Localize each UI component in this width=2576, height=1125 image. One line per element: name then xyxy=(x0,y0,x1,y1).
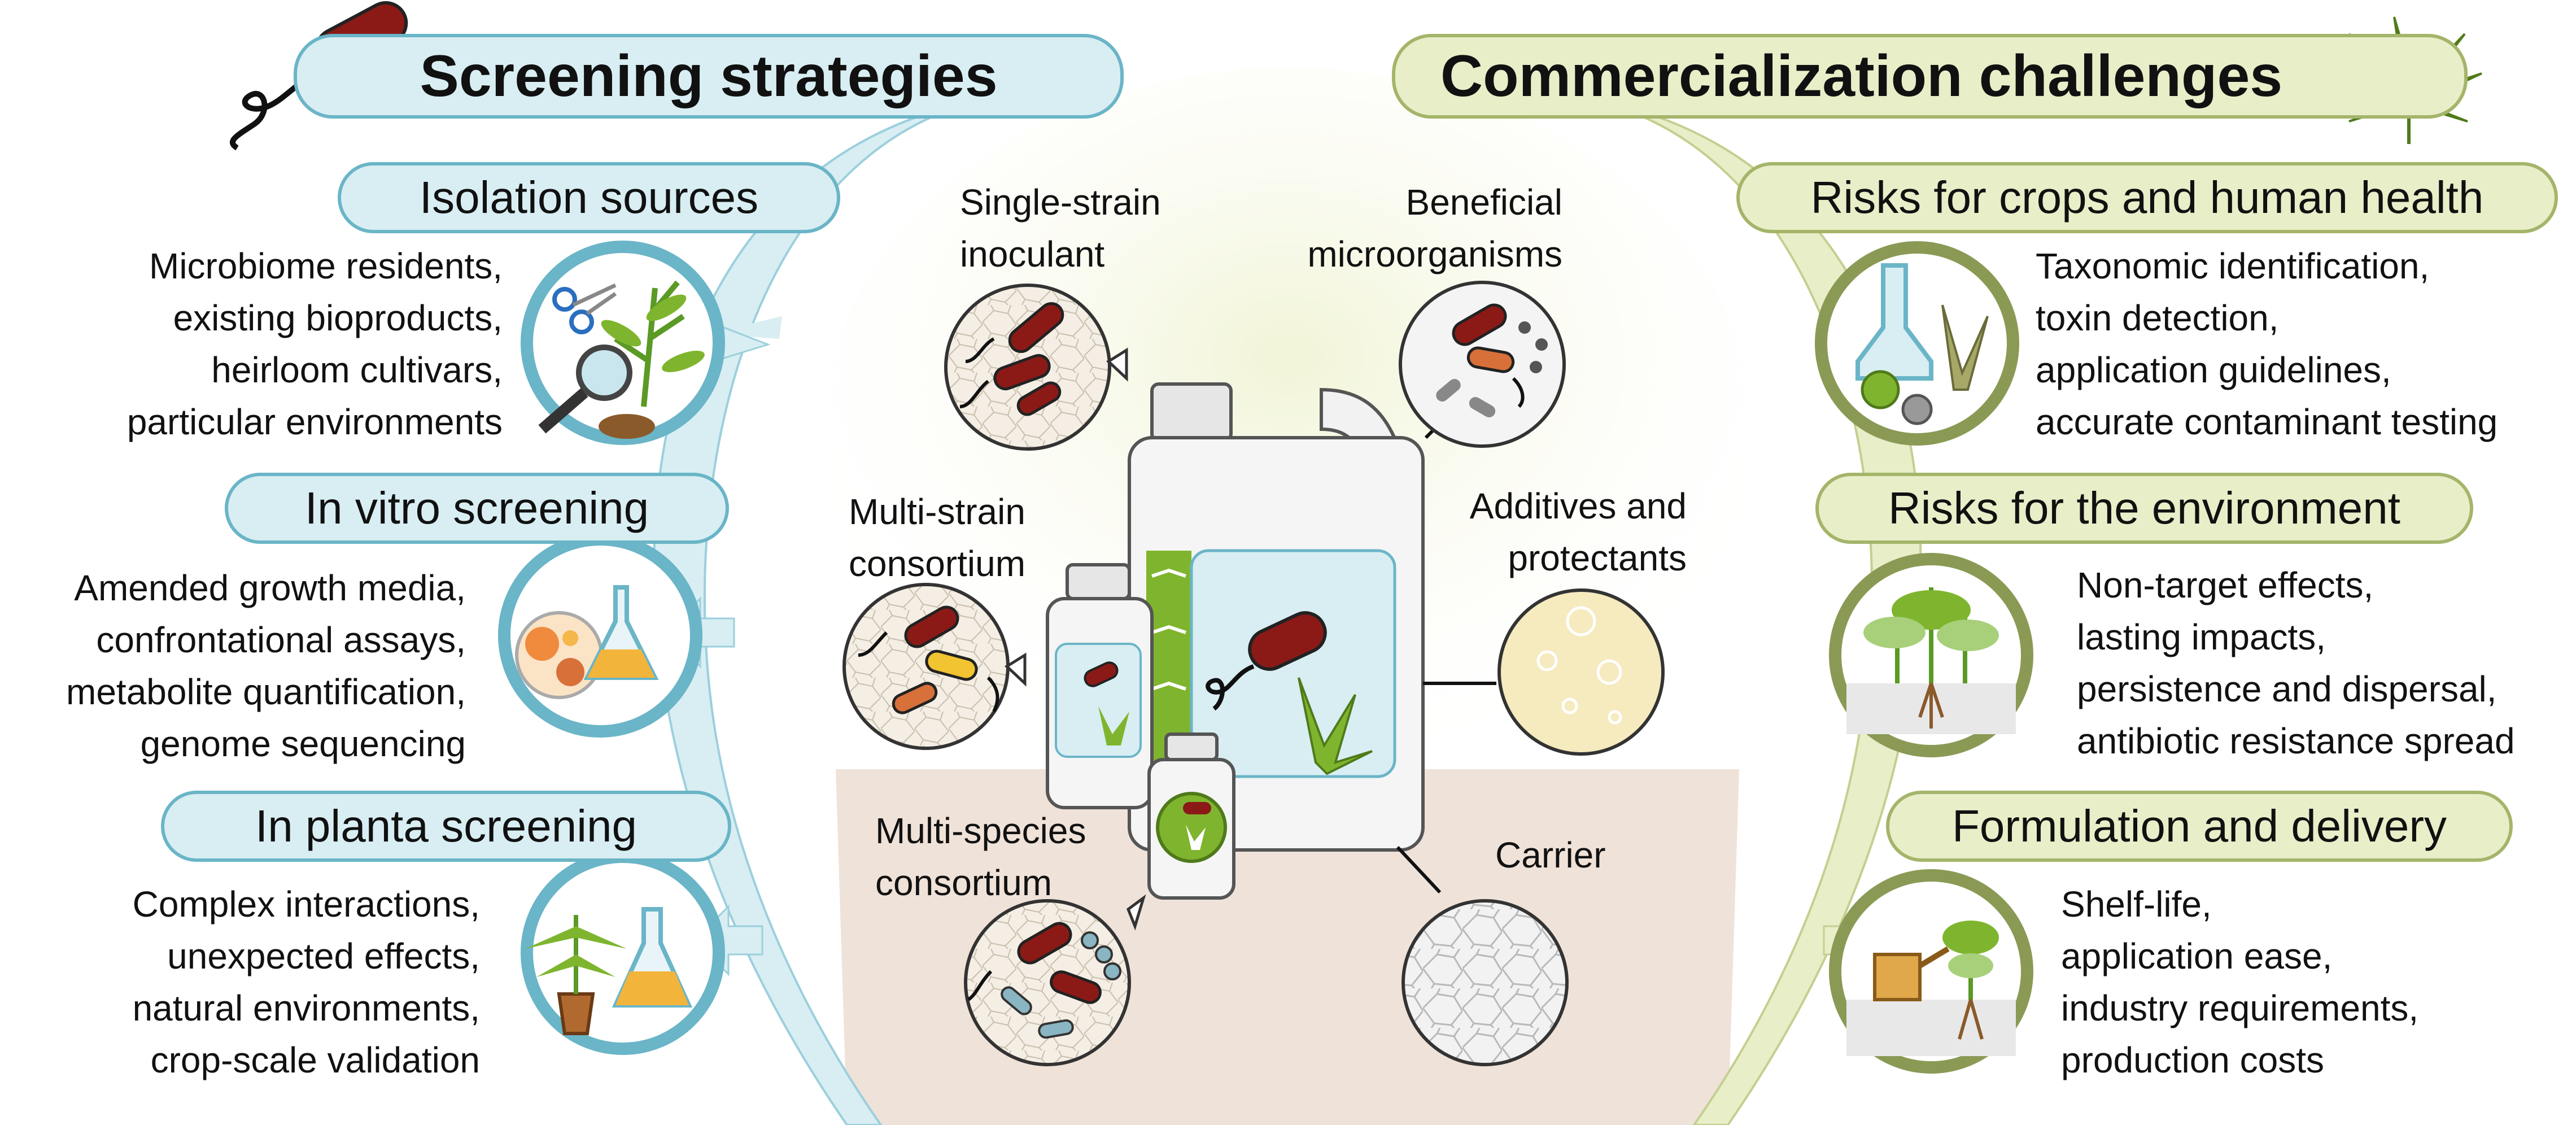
isolation-sources-title: Isolation sources xyxy=(419,172,759,223)
in-planta-icon xyxy=(521,851,725,1055)
small-bottle-icon xyxy=(1147,732,1235,900)
in-vitro-text: Amended growth media, confrontational as… xyxy=(66,562,466,770)
text-line: particular environments xyxy=(126,402,503,442)
in-planta-pill: In planta screening xyxy=(161,791,731,862)
crops-health-pill: Risks for crops and human health xyxy=(1736,162,2558,233)
in-vitro-title: In vitro screening xyxy=(304,483,649,533)
isolation-sources-icon xyxy=(521,241,725,445)
text-line: Shelf-life, xyxy=(2061,884,2212,925)
text-line: Taxonomic identification, xyxy=(2036,246,2430,286)
text-line: Amended growth media, xyxy=(74,568,466,608)
in-planta-title: In planta screening xyxy=(255,801,637,851)
screening-strategies-title: Screening strategies xyxy=(420,43,998,109)
text-line: toxin detection, xyxy=(2036,298,2279,338)
text-line: Multi-species xyxy=(875,810,1086,851)
text-line: existing bioproducts, xyxy=(173,298,503,338)
isolation-sources-text: Microbiome residents, existing bioproduc… xyxy=(127,240,503,448)
text-line: production costs xyxy=(2061,1040,2325,1080)
text-line: accurate contaminant testing xyxy=(2036,402,2498,442)
text-line: protectants xyxy=(1508,538,1687,578)
text-line: unexpected effects, xyxy=(167,936,480,976)
isolation-sources-pill: Isolation sources xyxy=(338,162,840,233)
in-vitro-pill: In vitro screening xyxy=(225,473,729,544)
text-line: metabolite quantification, xyxy=(66,671,466,712)
text-line: inoculant xyxy=(960,234,1105,274)
text-line: application ease, xyxy=(2061,936,2333,976)
text-line: crop-scale validation xyxy=(150,1040,480,1080)
text-line: genome sequencing xyxy=(140,723,466,764)
text-line: consortium xyxy=(875,862,1052,903)
formulation-text: Shelf-life, application ease, industry r… xyxy=(2061,878,2418,1086)
text-line: lasting impacts, xyxy=(2077,617,2326,657)
text-line: Multi-strain xyxy=(849,491,1025,532)
in-vitro-icon xyxy=(498,533,702,738)
text-line: heirloom cultivars, xyxy=(211,350,503,390)
formulation-icon xyxy=(1829,869,2033,1074)
crops-health-icon xyxy=(1815,241,2019,446)
text-line: persistence and dispersal, xyxy=(2077,669,2497,709)
text-line: natural environments, xyxy=(132,988,480,1028)
text-line: Carrier xyxy=(1495,835,1606,875)
text-line: Additives and xyxy=(1469,486,1687,526)
text-line: application guidelines, xyxy=(2036,350,2391,390)
single-strain-circle-icon xyxy=(944,284,1128,451)
beneficial-circle-icon xyxy=(1399,281,1566,448)
text-line: industry requirements, xyxy=(2061,988,2419,1028)
single-strain-label: Single-strain inoculant xyxy=(960,176,1161,280)
commercialization-title: Commercialization challenges xyxy=(1440,43,2283,109)
environment-text: Non-target effects, lasting impacts, per… xyxy=(2077,559,2515,767)
formulation-pill: Formulation and delivery xyxy=(1886,791,2513,862)
carrier-label: Carrier xyxy=(1495,829,1606,881)
text-line: Beneficial xyxy=(1405,182,1563,223)
text-line: consortium xyxy=(849,543,1025,584)
multi-species-label: Multi-species consortium xyxy=(875,805,1086,909)
multi-species-circle-icon xyxy=(964,894,1146,1066)
text-line: Single-strain xyxy=(960,182,1161,223)
additives-label: Additives and protectants xyxy=(1470,480,1687,584)
carrier-circle-icon xyxy=(1396,845,1569,1066)
commercialization-header: Commercialization challenges xyxy=(1392,34,2468,119)
text-line: Microbiome residents, xyxy=(149,246,503,286)
environment-pill: Risks for the environment xyxy=(1815,473,2473,544)
in-planta-text: Complex interactions, unexpected effects… xyxy=(133,878,480,1086)
screening-strategies-header: Screening strategies xyxy=(294,34,1124,119)
environment-title: Risks for the environment xyxy=(1888,483,2401,533)
formulation-title: Formulation and delivery xyxy=(1952,801,2447,851)
multi-strain-circle-icon xyxy=(842,583,1027,750)
text-line: antibiotic resistance spread xyxy=(2077,721,2515,761)
text-line: Complex interactions, xyxy=(132,884,480,925)
crops-health-title: Risks for crops and human health xyxy=(1810,172,2484,223)
multi-strain-label: Multi-strain consortium xyxy=(849,486,1025,590)
medium-bottle-icon xyxy=(1046,563,1154,809)
additives-circle-icon xyxy=(1423,588,1665,756)
text-line: confrontational assays, xyxy=(96,620,466,660)
text-line: Non-target effects, xyxy=(2077,565,2374,605)
text-line: microorganisms xyxy=(1307,234,1562,274)
crops-health-text: Taxonomic identification, toxin detectio… xyxy=(2036,240,2498,448)
environment-icon xyxy=(1829,553,2033,757)
beneficial-label: Beneficial microorganisms xyxy=(1307,176,1562,280)
